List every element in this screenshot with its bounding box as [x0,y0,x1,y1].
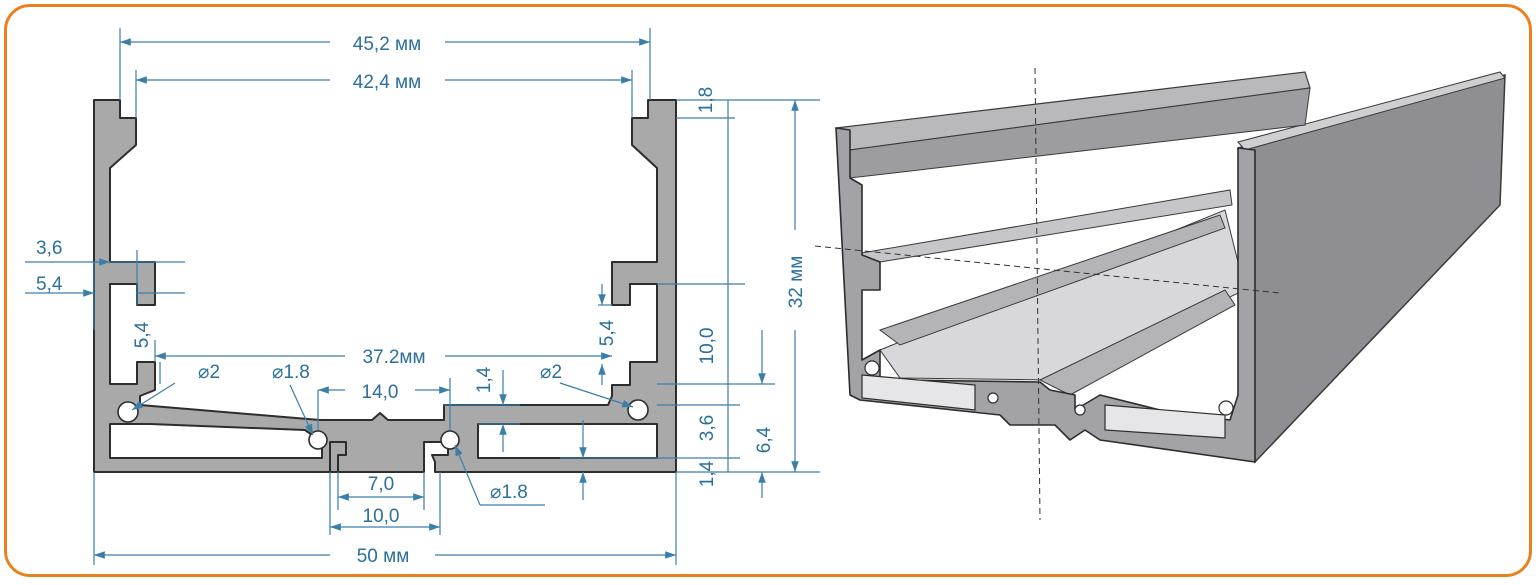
dim-hole-center-bottom: ⌀1.8 [490,482,528,503]
dim-slot-7: 7,0 [368,474,394,495]
dim-channel-width: 37.2мм [362,347,425,368]
dim-outer-top-width: 45,2 мм [353,34,421,55]
profile-3d-view [814,67,1506,521]
dim-left-3-6: 3,6 [36,238,62,259]
dim-v-10-0: 10,0 [697,328,718,365]
dimension-lines [25,28,820,565]
hole-right [627,399,649,421]
dim-hole-right: ⌀2 [540,362,562,383]
dim-inner-top-width: 42,4 мм [353,72,421,93]
profile-cross-section [93,99,677,473]
dim-left-vertical-5-4: 5,4 [132,321,153,348]
dim-v-3-6: 3,6 [697,415,718,441]
dim-hole-center-left: ⌀1.8 [272,362,310,383]
hole-center-left [308,430,328,450]
dim-center-14: 14,0 [362,382,399,403]
dim-bottom-width: 50 мм [357,546,410,567]
dim-v-6-4: 6,4 [754,426,775,453]
dim-v-1-4-top: 1,4 [474,366,495,393]
dim-left-5-4: 5,4 [36,274,63,295]
dim-top-lip: 1,8 [696,87,717,113]
dim-right-vertical-5-4: 5,4 [597,319,618,346]
dim-v-1-4-bottom: 1,4 [697,460,718,487]
dim-hole-left: ⌀2 [198,362,220,383]
dim-slot-10: 10,0 [363,506,400,527]
hole-left [117,401,139,423]
hole-center-right [440,430,460,450]
dim-height-total: 32 мм [786,256,807,309]
